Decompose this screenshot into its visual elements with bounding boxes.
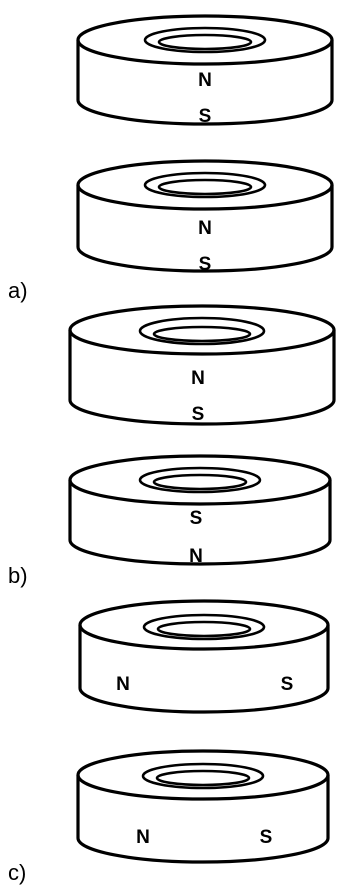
pole-label: S [281, 674, 294, 695]
pole-label: N [116, 674, 130, 695]
ring-hole [138, 316, 266, 346]
pole-label: S [199, 106, 212, 127]
ring-hole [143, 26, 267, 54]
pole-label: S [260, 827, 273, 848]
ring-magnet-b-1: N S [68, 304, 336, 426]
ring-body [68, 454, 332, 566]
ring-magnet-c-1: N S [78, 599, 330, 714]
ring-magnet-b-2: S N [68, 454, 332, 567]
group-label-c: c) [8, 860, 26, 885]
ring-hole [142, 613, 266, 641]
ring-magnet-a-1: N S [76, 14, 334, 127]
ring-body [76, 749, 330, 864]
pole-label: S [192, 404, 205, 425]
ring-body [76, 14, 334, 126]
ring-hole [141, 762, 265, 790]
ring-magnet-a-2: N S [76, 159, 334, 275]
group-label-b: b) [8, 563, 28, 588]
ring-body [78, 599, 330, 714]
pole-label: N [136, 827, 150, 848]
ring-magnet-c-2: N S [76, 749, 330, 864]
pole-label: S [199, 254, 212, 275]
group-label-a: a) [8, 278, 28, 303]
pole-label: S [190, 508, 203, 529]
pole-label: N [198, 70, 212, 91]
pole-label: N [189, 546, 203, 567]
ring-hole [138, 466, 262, 494]
ring-body [68, 304, 336, 426]
ring-hole [143, 171, 267, 199]
pole-label: N [198, 218, 212, 239]
ring-body [76, 159, 334, 273]
pole-label: N [191, 368, 205, 389]
